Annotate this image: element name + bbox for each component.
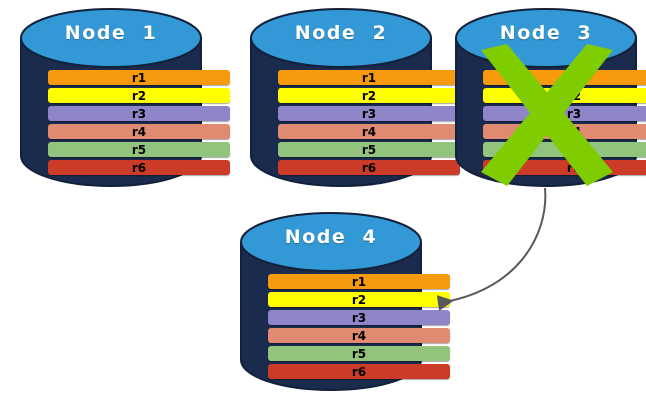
node-4-row-r3[interactable]: r3 [268,310,450,325]
node-1-row-r2-label: r2 [131,88,147,103]
node-4-row-r2[interactable]: r2 [268,292,450,307]
node-2-row-r1-label: r1 [361,70,377,85]
node-3-row-r5[interactable]: r5 [483,142,646,157]
node-4-row-r2-label: r2 [351,292,367,307]
node-2-row-r3[interactable]: r3 [278,106,460,121]
node-1-row-r1-label: r1 [131,70,147,85]
node-4-row-r4-label: r4 [351,328,367,343]
node-4-row-r4[interactable]: r4 [268,328,450,343]
node-4-row-r1-label: r1 [351,274,367,289]
node-1-rows: r1 r2 r3 r4 r5 r6 [20,70,258,175]
node-3-row-r6[interactable]: r6 [483,160,646,175]
node-1-row-r2[interactable]: r2 [48,88,230,103]
node-3-row-r4[interactable]: r4 [483,124,646,139]
node-4-row-r6[interactable]: r6 [268,364,450,379]
node-1-row-r5[interactable]: r5 [48,142,230,157]
node-1-row-r3[interactable]: r3 [48,106,230,121]
node-3-row-r1-label: r1 [566,70,582,85]
node-3-row-r3-label: r3 [566,106,582,121]
node-1-row-r6[interactable]: r6 [48,160,230,175]
node-2-row-r6[interactable]: r6 [278,160,460,175]
node-1-row-r4[interactable]: r4 [48,124,230,139]
node-4-row-r5[interactable]: r5 [268,346,450,361]
node-2-row-r3-label: r3 [361,106,377,121]
node-2-row-r4-label: r4 [361,124,377,139]
node-2-rows: r1 r2 r3 r4 r5 r6 [250,70,488,175]
node-4-row-r5-label: r5 [351,346,367,361]
node-1-row-r6-label: r6 [131,160,147,175]
node-3-row-r5-label: r5 [566,142,582,157]
node-4-row-r6-label: r6 [351,364,367,379]
node-2-row-r1[interactable]: r1 [278,70,460,85]
node-1-row-r3-label: r3 [131,106,147,121]
node-2-row-r2-label: r2 [361,88,377,103]
node-4-row-r3-label: r3 [351,310,367,325]
node-3-row-r6-label: r6 [566,160,582,175]
node-4-rows: r1 r2 r3 r4 r5 r6 [240,274,478,379]
node-1-row-r1[interactable]: r1 [48,70,230,85]
node-2-row-r2[interactable]: r2 [278,88,460,103]
node-3-rows: r1 r2 r3 r4 r5 r6 [455,70,646,175]
node-2-row-r6-label: r6 [361,160,377,175]
node-1-row-r5-label: r5 [131,142,147,157]
node-2-row-r4[interactable]: r4 [278,124,460,139]
node-3-row-r1[interactable]: r1 [483,70,646,85]
node-3-row-r2[interactable]: r2 [483,88,646,103]
node-2-row-r5[interactable]: r5 [278,142,460,157]
node-4-row-r1[interactable]: r1 [268,274,450,289]
node-3-row-r3[interactable]: r3 [483,106,646,121]
node-1-row-r4-label: r4 [131,124,147,139]
node-2-row-r5-label: r5 [361,142,377,157]
node-3-row-r4-label: r4 [566,124,582,139]
node-3-row-r2-label: r2 [566,88,582,103]
